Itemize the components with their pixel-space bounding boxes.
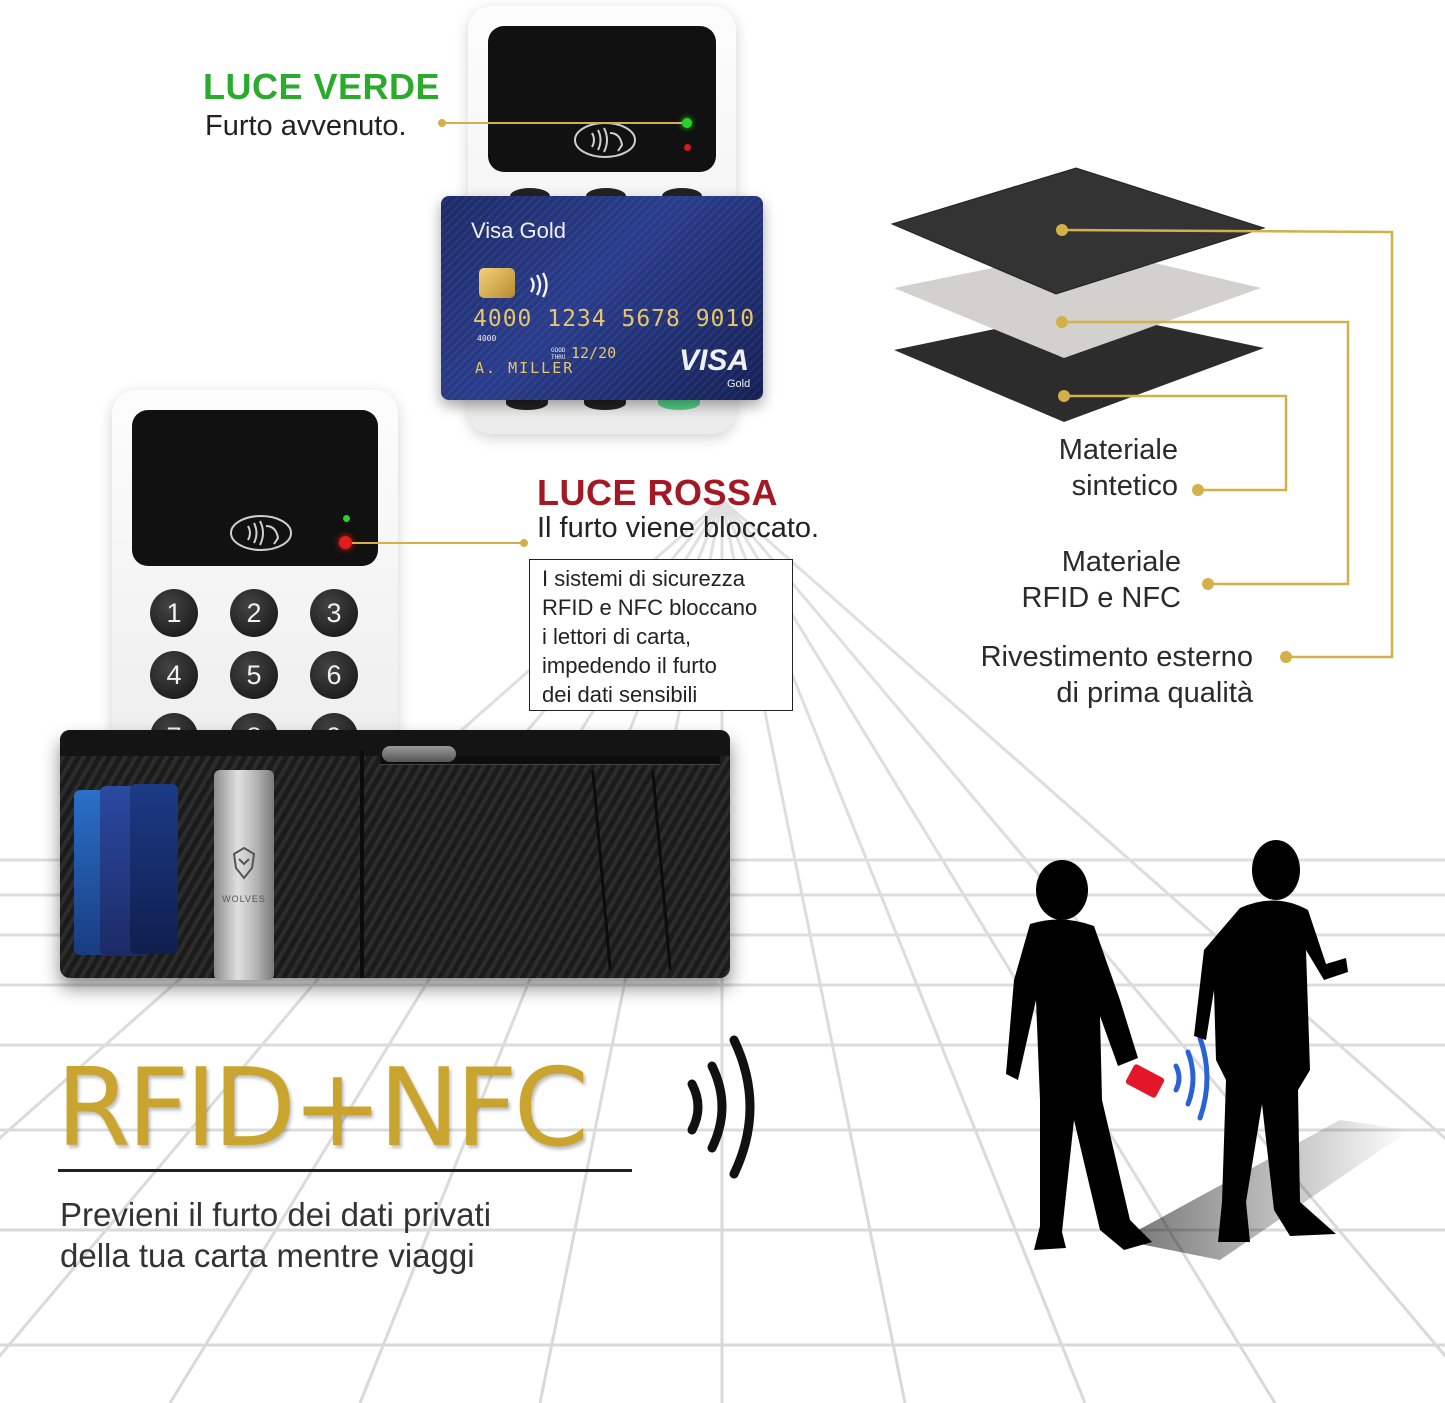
headline-underline: [58, 1169, 632, 1172]
keypad-key-1: 1: [150, 589, 198, 637]
layer-label-line: Materiale: [1061, 546, 1181, 578]
layer-label-line: RFID e NFC: [1021, 582, 1182, 614]
zipper-pull: [382, 746, 456, 762]
layer-label-line: Materiale: [1058, 434, 1178, 466]
card-number: 4000 1234 5678 9010: [473, 306, 756, 332]
rfid-signal-icon: [1173, 1035, 1210, 1121]
contactless-icon: [230, 515, 292, 551]
green-light-connector: [438, 119, 682, 127]
layer-label-line: di prima qualità: [1056, 677, 1253, 709]
money-clip: [214, 770, 274, 980]
victim-silhouette: [1194, 840, 1348, 1242]
red-led-top: [684, 144, 691, 151]
card-number-small: 4000: [477, 334, 497, 343]
keypad-key-3: 3: [310, 589, 358, 637]
keypad-key-4: 4: [150, 651, 198, 699]
wolf-logo-icon: [232, 846, 256, 880]
contactless-icon: [529, 272, 548, 298]
green-light-caption: Furto avvenuto.: [205, 110, 407, 142]
chip-icon: [479, 268, 515, 298]
info-line: RFID e NFC bloccano: [542, 595, 758, 620]
info-line: I sistemi di sicurezza: [542, 566, 745, 591]
wallet-slot: [651, 770, 672, 970]
layer-label-line: Rivestimento esterno: [980, 641, 1253, 673]
tagline: Previeni il furto dei dati privati della…: [60, 1194, 491, 1276]
wallet-slot: [591, 770, 612, 970]
keypad-key-2: 2: [230, 589, 278, 637]
red-led: [339, 536, 352, 549]
pickpocket-scene: [1006, 840, 1410, 1260]
headline: RFID+NFC: [56, 1046, 589, 1171]
wallet-zipper: [380, 756, 720, 765]
layer-label-line: sintetico: [1071, 470, 1178, 502]
clip-brand: WOLVES: [222, 894, 266, 904]
card-network-sub: Gold: [727, 378, 751, 390]
wallet-fold: [360, 750, 364, 978]
card-brand-line: Visa Gold: [471, 218, 566, 243]
layer-label-rfid: Materiale RFID e NFC: [970, 544, 1182, 616]
green-led-left: [343, 515, 350, 522]
signal-waves-icon: [687, 1035, 755, 1179]
layer-label-synthetic: Materiale sintetico: [980, 432, 1178, 504]
info-line: i lettori di carta,: [542, 624, 692, 649]
card-good-thru-label: GOOD THRU: [551, 347, 566, 361]
thief-silhouette: [1006, 860, 1152, 1250]
keypad-key-6: 6: [310, 651, 358, 699]
green-led: [682, 118, 692, 128]
red-light-caption: Il furto viene bloccato.: [537, 512, 820, 544]
wallet-card: [130, 784, 178, 954]
red-light-title: LUCE ROSSA: [537, 472, 779, 513]
terminal-screen: [488, 26, 716, 172]
credit-card: Visa Gold 4000 1234 5678 9010 4000 GOOD …: [441, 196, 763, 400]
keypad-key-5: 5: [230, 651, 278, 699]
layer-label-coating: Rivestimento esterno di prima qualità: [940, 639, 1253, 711]
tagline-line: della tua carta mentre viaggi: [60, 1237, 475, 1274]
stolen-card: [1125, 1064, 1165, 1098]
wallet: WOLVES: [60, 730, 730, 980]
info-box: I sistemi di sicurezza RFID e NFC blocca…: [529, 559, 793, 711]
info-line: impedendo il furto: [542, 653, 717, 678]
layer-connectors: [1056, 224, 1394, 663]
card-network: VISA: [679, 344, 750, 377]
green-light-title: LUCE VERDE: [203, 66, 441, 107]
info-line: dei dati sensibili: [542, 682, 698, 707]
tagline-line: Previeni il furto dei dati privati: [60, 1196, 492, 1233]
card-expiry: 12/20: [571, 344, 617, 362]
red-light-connector: [352, 539, 528, 547]
card-holder: A. MILLER: [475, 359, 575, 377]
